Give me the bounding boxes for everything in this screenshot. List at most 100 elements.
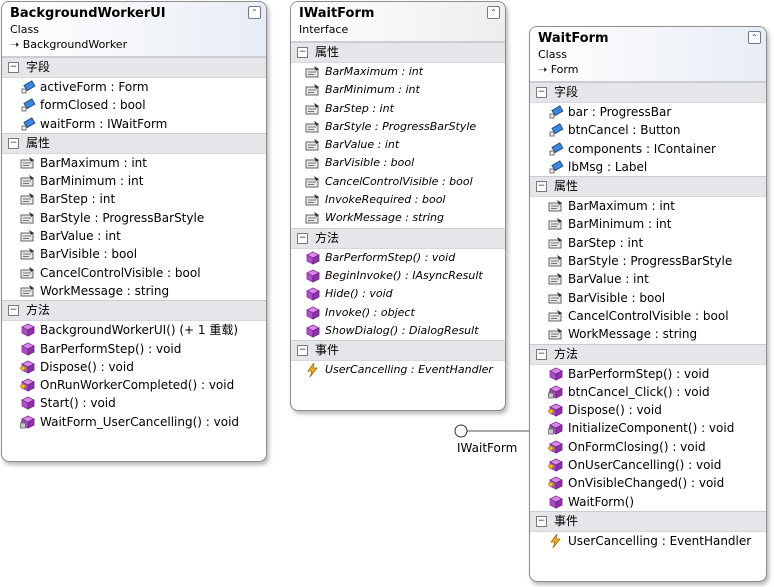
member-row[interactable]: OnRunWorkerCompleted() : void <box>2 376 266 394</box>
member-row[interactable]: BarVisible : bool <box>291 154 505 172</box>
member-row[interactable]: BarStep : int <box>291 100 505 118</box>
member-row[interactable]: BarMinimum : int <box>2 172 266 190</box>
member-row[interactable]: BarStyle : ProgressBarStyle <box>530 252 766 270</box>
member-row[interactable]: components : IContainer <box>530 140 766 158</box>
section-header[interactable]: −属性 <box>530 176 766 198</box>
section-header[interactable]: −属性 <box>2 132 266 154</box>
member-text: OnVisibleChanged() : void <box>568 476 725 491</box>
member-row[interactable]: BeginInvoke() : IAsyncResult <box>291 267 505 285</box>
member-row[interactable]: btnCancel_Click() : void <box>530 383 766 401</box>
section-header[interactable]: −字段 <box>2 57 266 78</box>
member-row[interactable]: BarStyle : ProgressBarStyle <box>291 118 505 136</box>
member-row[interactable]: Dispose() : void <box>530 401 766 419</box>
member-row[interactable]: CancelControlVisible : bool <box>2 264 266 282</box>
collapse-toggle-icon[interactable]: − <box>8 62 19 73</box>
member-row[interactable]: waitForm : IWaitForm <box>2 115 266 133</box>
property-icon <box>20 174 36 188</box>
member-row[interactable]: UserCancelling : EventHandler <box>530 532 766 550</box>
member-row[interactable]: BarPerformStep() : void <box>291 249 505 267</box>
member-row[interactable]: activeForm : Form <box>2 78 266 96</box>
collapse-toggle-icon[interactable]: − <box>297 232 308 244</box>
collapse-icon[interactable]: ⌃ <box>487 6 500 19</box>
member-row[interactable]: OnVisibleChanged() : void <box>530 474 766 492</box>
member-row[interactable]: bar : ProgressBar <box>530 103 766 121</box>
member-text: ShowDialog() : DialogResult <box>325 323 479 337</box>
property-icon <box>20 156 36 170</box>
member-row[interactable]: BarPerformStep() : void <box>530 365 766 383</box>
collapse-icon[interactable]: ⌃ <box>748 31 761 44</box>
property-icon <box>548 291 564 305</box>
member-row[interactable]: Dispose() : void <box>2 358 266 376</box>
member-row[interactable]: InitializeComponent() : void <box>530 419 766 437</box>
member-row[interactable]: BarVisible : bool <box>530 289 766 307</box>
member-row[interactable]: btnCancel : Button <box>530 121 766 139</box>
member-row[interactable]: formClosed : bool <box>2 96 266 114</box>
member-row[interactable]: BarMaximum : int <box>530 197 766 215</box>
section-header[interactable]: −方法 <box>2 300 266 322</box>
section-header[interactable]: −事件 <box>530 510 766 532</box>
member-text: CancelControlVisible : bool <box>568 308 729 323</box>
section-header[interactable]: −事件 <box>291 340 505 362</box>
member-text: WaitForm_UserCancelling() : void <box>40 414 240 429</box>
class-header: IWaitForm Interface ⌃ <box>291 2 505 42</box>
collapse-toggle-icon[interactable]: − <box>536 515 547 527</box>
property-icon <box>20 284 36 298</box>
member-text: activeForm : Form <box>40 80 149 94</box>
member-row[interactable]: Start() : void <box>2 394 266 412</box>
member-row[interactable]: BarMinimum : int <box>530 215 766 233</box>
member-row[interactable]: WorkMessage : string <box>291 209 505 227</box>
method-icon <box>20 396 36 411</box>
collapse-toggle-icon[interactable]: − <box>297 345 308 357</box>
member-row[interactable]: OnFormClosing() : void <box>530 438 766 456</box>
property-icon <box>548 199 564 213</box>
section-header[interactable]: −属性 <box>291 42 505 63</box>
member-row[interactable]: BarStep : int <box>2 190 266 208</box>
member-row[interactable]: BarPerformStep() : void <box>2 340 266 358</box>
member-row[interactable]: Hide() : void <box>291 285 505 303</box>
member-row[interactable]: CancelControlVisible : bool <box>530 307 766 325</box>
member-row[interactable]: ShowDialog() : DialogResult <box>291 322 505 340</box>
collapse-toggle-icon[interactable]: − <box>536 87 547 98</box>
member-row[interactable]: BarMinimum : int <box>291 81 505 99</box>
member-row[interactable]: BarValue : int <box>291 136 505 154</box>
section-header[interactable]: −方法 <box>530 343 766 365</box>
member-text: Invoke() : object <box>325 305 415 319</box>
collapse-toggle-icon[interactable]: − <box>536 181 547 193</box>
collapse-toggle-icon[interactable]: − <box>297 47 308 58</box>
member-row[interactable]: BarVisible : bool <box>2 245 266 263</box>
section-title: 属性 <box>26 135 51 150</box>
field-icon <box>548 123 564 137</box>
protected-method-icon <box>547 440 564 454</box>
member-row[interactable]: WaitForm() <box>530 493 766 511</box>
member-row[interactable]: BarValue : int <box>2 227 266 245</box>
member-row[interactable]: BarStyle : ProgressBarStyle <box>2 209 266 227</box>
collapse-icon[interactable]: ⌃ <box>248 6 261 19</box>
member-row[interactable]: WorkMessage : string <box>530 325 766 343</box>
collapse-toggle-icon[interactable]: − <box>8 305 19 317</box>
member-row[interactable]: BarStep : int <box>530 234 766 252</box>
collapse-toggle-icon[interactable]: − <box>536 348 547 360</box>
member-row[interactable]: OnUserCancelling() : void <box>530 456 766 474</box>
method-icon <box>305 324 321 338</box>
member-row[interactable]: BackgroundWorkerUI() (+ 1 重载) <box>2 321 266 339</box>
member-row[interactable]: Invoke() : object <box>291 304 505 322</box>
collapse-toggle-icon[interactable]: − <box>8 137 19 149</box>
member-row[interactable]: BarValue : int <box>530 270 766 288</box>
member-row[interactable]: UserCancelling : EventHandler <box>291 361 505 379</box>
member-row[interactable]: WaitForm_UserCancelling() : void <box>2 413 266 431</box>
field-icon <box>548 160 564 174</box>
member-row[interactable]: CancelControlVisible : bool <box>291 173 505 191</box>
section-header[interactable]: −方法 <box>291 227 505 249</box>
member-text: BarStyle : ProgressBarStyle <box>568 254 733 269</box>
class-base: ➝ BackgroundWorker <box>10 38 128 51</box>
member-text: BarVisible : bool <box>568 290 666 305</box>
member-row[interactable]: InvokeRequired : bool <box>291 191 505 209</box>
member-row[interactable]: BarMaximum : int <box>291 63 505 81</box>
member-row[interactable]: BarMaximum : int <box>2 154 266 172</box>
section-header[interactable]: −字段 <box>530 82 766 103</box>
member-row[interactable]: WorkMessage : string <box>2 282 266 300</box>
class-backgroundworkerui[interactable]: BackgroundWorkerUI Class ➝ BackgroundWor… <box>1 1 267 462</box>
member-row[interactable]: lbMsg : Label <box>530 158 766 176</box>
